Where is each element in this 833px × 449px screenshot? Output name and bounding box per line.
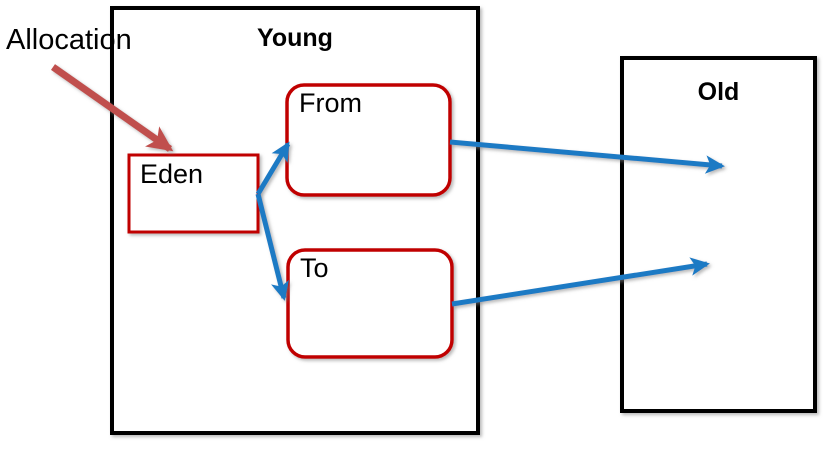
from-to-old-arrow (449, 139, 725, 174)
allocation-arrow (50, 64, 174, 152)
eden-to-to-arrow (255, 193, 289, 301)
to-space-label: To (300, 253, 329, 283)
eden-space-label: Eden (140, 159, 204, 189)
old-region-label: Old (697, 78, 740, 106)
eden-space-box (127, 153, 260, 234)
eden-to-from-arrow (255, 141, 291, 196)
allocation-label: Allocation (6, 24, 132, 56)
from-space-box (285, 83, 452, 197)
to-to-old-arrow (451, 257, 710, 307)
old-region-box (620, 56, 817, 413)
from-space-label: From (299, 88, 362, 118)
young-region-label: Young (257, 24, 333, 52)
